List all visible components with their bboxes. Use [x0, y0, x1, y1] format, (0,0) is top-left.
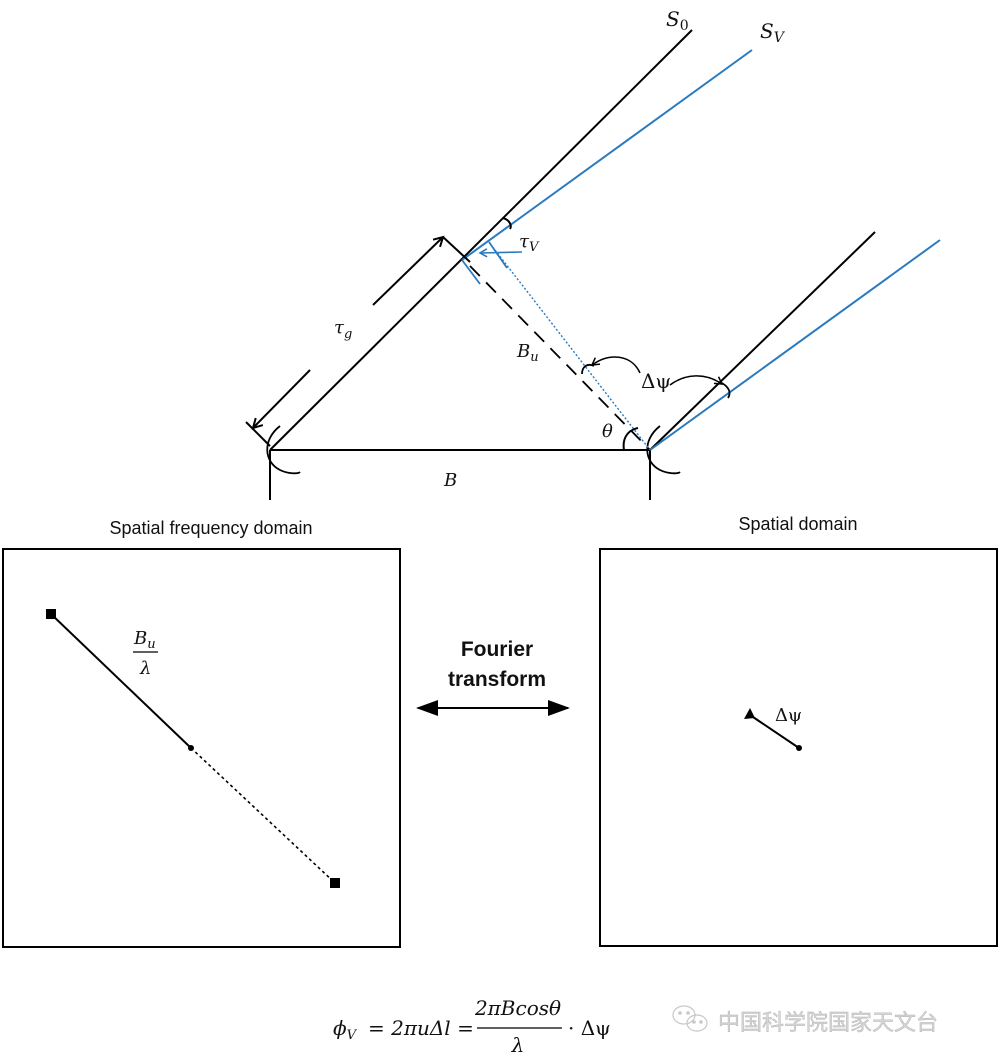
label-tau-v: τV: [519, 231, 540, 255]
geometry-diagram: S0 SV τV τg Bu Δψ θ B: [245, 7, 941, 500]
uv-point-end: [330, 878, 340, 888]
label-b-u: Bu: [516, 341, 539, 365]
target-triangle-marker: [744, 708, 755, 719]
delta-psi-arc-left: [590, 356, 641, 374]
offset-vector: [749, 714, 800, 749]
fourier-label-line2: transform: [448, 668, 546, 691]
uv-dotted-segment: [190, 747, 336, 884]
formula-denominator: λ: [511, 1033, 525, 1057]
tau-g-arrow-down: [253, 369, 311, 428]
uv-origin-dot: [188, 745, 194, 751]
small-angle-arc: [502, 217, 512, 230]
left-antenna-dish-icon: [266, 425, 301, 475]
spatial-frequency-box: [2, 548, 401, 948]
label-sv: SV: [760, 19, 786, 46]
tau-g-tick-top: [442, 236, 471, 263]
reference-ray-s0: [269, 29, 693, 451]
phase-center-dot: [796, 745, 802, 751]
label-s0: S0: [666, 7, 689, 34]
delta-psi-bracket-right: [719, 381, 731, 399]
label-delta-psi-bottom: Δψ: [775, 705, 802, 726]
sv-tick-right: [488, 241, 508, 269]
spatial-frequency-panel: Spatial frequency domain Bu λ: [2, 518, 401, 948]
fraction-numerator: Bu: [133, 628, 156, 652]
right-reference-ray: [649, 231, 876, 451]
right-antenna-dish-icon: [646, 425, 681, 475]
delta-psi-bracket-left: [581, 363, 595, 375]
formula-numerator: 2πBcosθ: [474, 996, 561, 1020]
projected-baseline-bu: [469, 265, 651, 451]
wechat-icon: [672, 1005, 708, 1032]
watermark: 中国科学院国家天文台: [672, 1005, 938, 1036]
theta-angle-arc: [622, 427, 639, 451]
tau-g-arrow-up: [372, 237, 443, 306]
sv-tick-left: [461, 259, 481, 285]
right-target-ray: [649, 239, 941, 451]
fourier-transform-link: Fourier transform: [416, 638, 570, 716]
formula-lhs: ϕV: [333, 1016, 358, 1043]
tau-g-tick-bottom: [245, 421, 271, 447]
watermark-text: 中国科学院国家天文台: [718, 1011, 938, 1036]
formula-rhs: · Δψ: [568, 1016, 611, 1040]
spatial-domain-title: Spatial domain: [738, 514, 857, 534]
label-delta-psi-top: Δψ: [641, 369, 671, 393]
label-tau-g: τg: [334, 317, 352, 342]
spatial-domain-box: [599, 548, 998, 947]
tau-v-arrow: [478, 248, 523, 258]
uv-point-start: [46, 609, 56, 619]
fraction-denominator: λ: [139, 658, 151, 679]
spatial-domain-panel: Spatial domain Δψ: [599, 514, 998, 947]
uv-solid-segment: [50, 613, 192, 749]
fourier-label-line1: Fourier: [461, 638, 533, 661]
spatial-frequency-title: Spatial frequency domain: [109, 518, 312, 538]
target-ray-sv: [461, 49, 753, 261]
label-theta: θ: [602, 421, 613, 442]
label-baseline-b: B: [443, 470, 457, 491]
delta-psi-arc-right: [669, 375, 724, 386]
phase-formula: ϕV = 2πuΔl = 2πBcosθ λ · Δψ: [333, 996, 611, 1057]
formula-middle: = 2πuΔl =: [368, 1016, 474, 1040]
